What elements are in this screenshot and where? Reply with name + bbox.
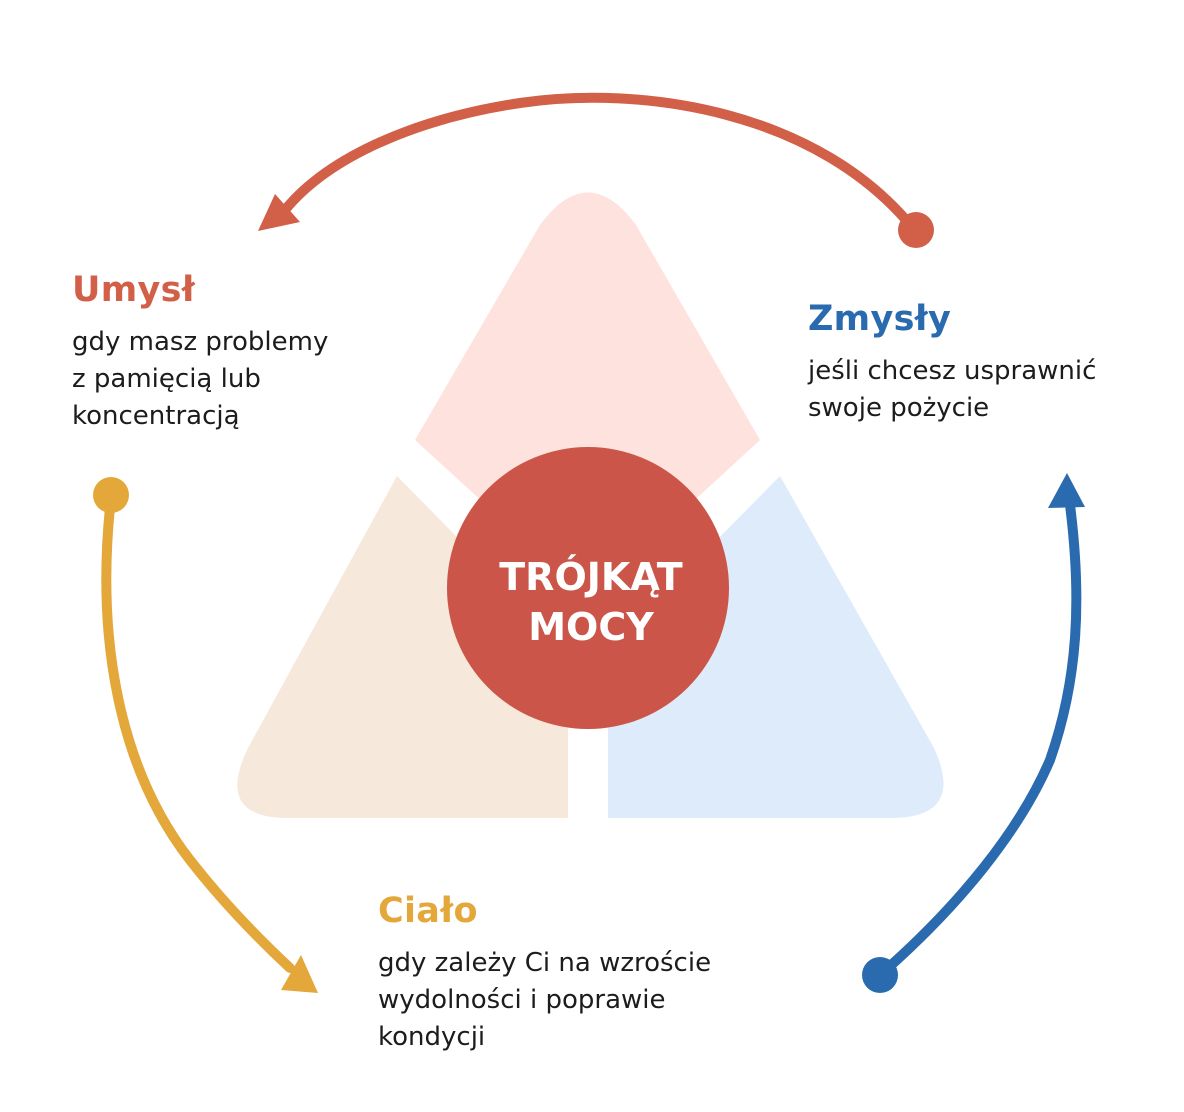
center-title-line1: TRÓJKĄT [499, 555, 683, 599]
section-title-umysl: Umysł [72, 270, 196, 310]
triangle-segment-right [608, 476, 944, 818]
center-title-line2: MOCY [528, 605, 654, 649]
arrow-curved-down-icon [93, 477, 318, 993]
section-desc-umysl: gdy masz problemy z pamięcią lub koncent… [72, 327, 329, 431]
section-desc-cialo: gdy zależy Ci na wzroście wydolności i p… [378, 948, 712, 1052]
arrow-curved-left-icon [258, 92, 934, 248]
section-title-cialo: Ciało [378, 891, 478, 931]
triangle-segment-left [237, 476, 568, 818]
section-desc-zmysly: jeśli chcesz usprawnić swoje pożycie [808, 356, 1097, 423]
section-zmysly: Zmysły jeśli chcesz usprawnić swoje poży… [808, 299, 1168, 427]
arrow-curved-up-icon [862, 473, 1085, 993]
section-cialo: Ciało gdy zależy Ci na wzroście wydolnoś… [378, 891, 778, 1056]
section-umysl: Umysł gdy masz problemy z pamięcią lub k… [72, 270, 392, 435]
center-circle [447, 447, 729, 729]
section-title-zmysly: Zmysły [808, 299, 952, 339]
